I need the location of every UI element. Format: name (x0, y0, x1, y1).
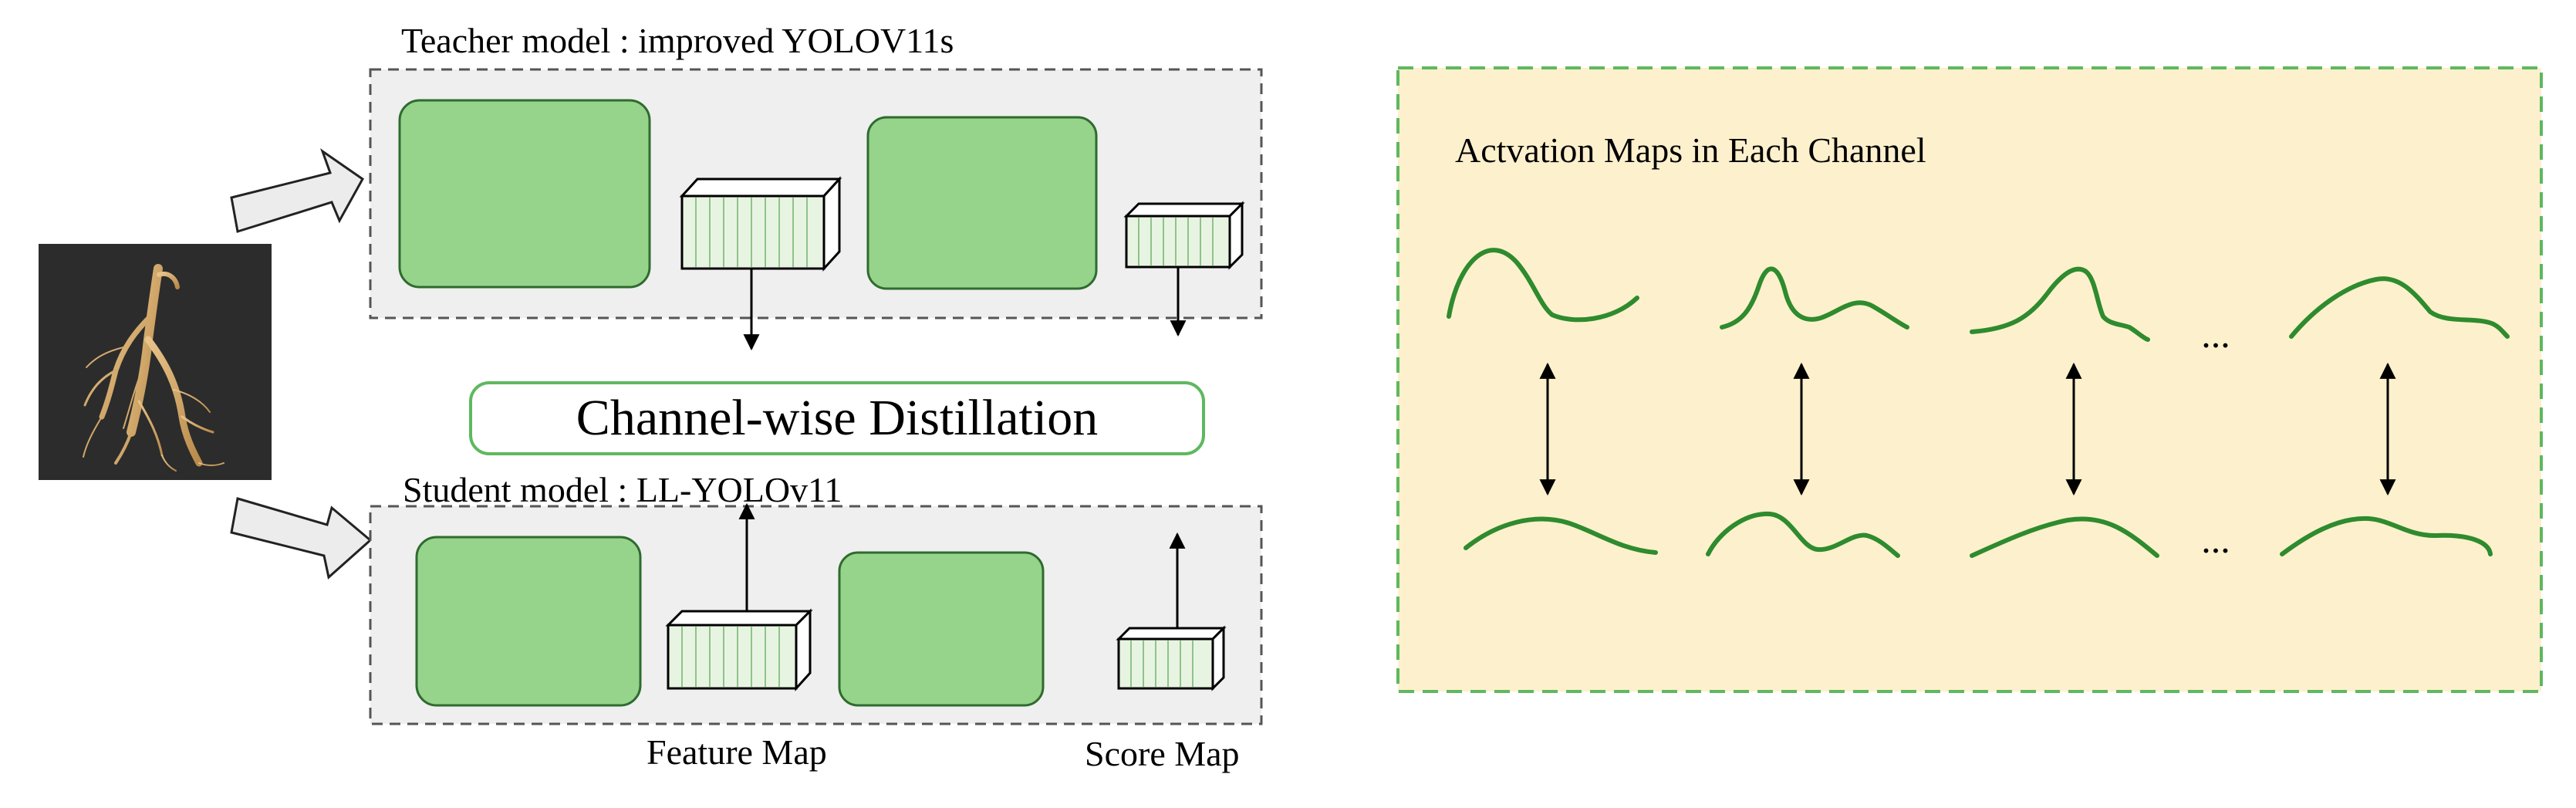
teacher-curve-1 (1447, 248, 1639, 323)
teacher-score-map-cube (1123, 201, 1245, 270)
block-arrow-right-icon (230, 148, 364, 233)
correspondence-arrows (1539, 362, 2396, 496)
score-map-label: Score Map (1085, 734, 1240, 773)
student-model-box (369, 505, 1263, 725)
student-block-1 (415, 536, 642, 707)
teacher-curve-4 (2289, 276, 2510, 339)
channel-wise-distillation-label: Channel-wise Distillation (469, 381, 1205, 455)
activation-maps-panel (1396, 66, 2543, 693)
student-curve-3 (1970, 516, 2159, 558)
student-feature-map-cube (665, 608, 813, 691)
teacher-model-title: Teacher model : improved YOLOV11s (401, 21, 954, 60)
student-curve-2 (1706, 511, 1900, 558)
teacher-feature-map-cube (679, 176, 842, 272)
teacher-model-box (369, 68, 1263, 319)
connector-arrows (738, 267, 1187, 628)
student-activation-curves (1464, 511, 2493, 558)
teacher-block-2 (866, 116, 1098, 290)
student-block-2 (838, 551, 1045, 707)
input-image (39, 244, 272, 480)
ellipsis-bottom: ... (2201, 518, 2230, 561)
ginseng-root-photo (83, 264, 225, 472)
student-score-map-cube (1116, 625, 1227, 691)
ellipsis-top: ... (2201, 313, 2230, 356)
student-model-title: Student model : LL-YOLOv11 (403, 470, 842, 509)
student-curve-4 (2280, 516, 2493, 556)
block-arrow-right-icon (230, 497, 373, 580)
teacher-block-1 (398, 99, 651, 289)
teacher-curve-3 (1970, 266, 2150, 342)
student-curve-1 (1464, 516, 1658, 555)
teacher-curve-2 (1720, 266, 1909, 330)
activation-panel-title: Actvation Maps in Each Channel (1455, 130, 1926, 170)
teacher-activation-curves (1447, 248, 2510, 342)
feature-map-label: Feature Map (647, 732, 827, 772)
